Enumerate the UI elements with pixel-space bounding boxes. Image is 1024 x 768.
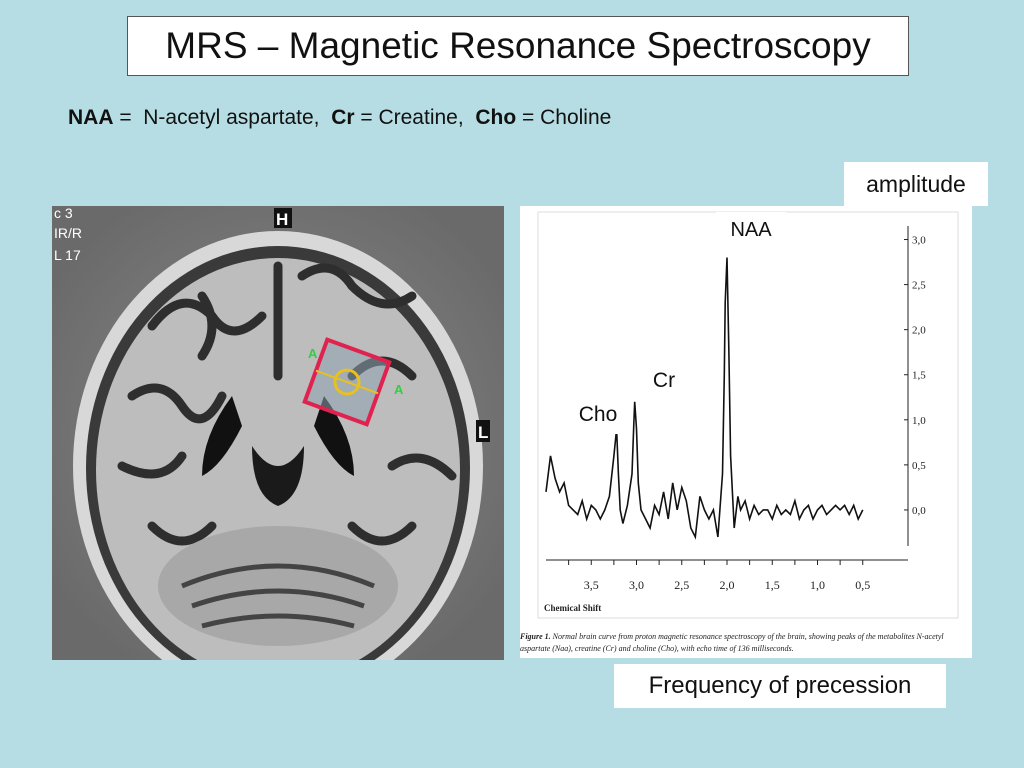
scan-info-line: c 3 <box>54 206 73 221</box>
left-ventricle <box>202 396 242 476</box>
naa-def: = N-acetyl aspartate, <box>113 106 332 129</box>
abbreviation-legend: NAA = N-acetyl aspartate, Cr = Creatine,… <box>68 106 611 130</box>
y-tick-label: 1,5 <box>912 370 926 382</box>
title-box: MRS – Magnetic Resonance Spectroscopy <box>127 16 909 76</box>
amplitude-label: amplitude <box>844 162 988 206</box>
x-tick-label: 3,5 <box>584 578 599 592</box>
naa-peak-label: NAA <box>716 212 786 248</box>
figure-caption-bold: Figure 1. <box>520 632 551 641</box>
scan-info-text: c 3 IR/R L 17 <box>54 206 82 263</box>
right-ventricle <box>314 396 354 476</box>
cho-peak-label: Cho <box>566 396 630 434</box>
frequency-text: Frequency of precession <box>648 672 912 699</box>
x-tick-label: 3,0 <box>629 578 644 592</box>
cr-abbr: Cr <box>331 106 355 129</box>
page-title: MRS – Magnetic Resonance Spectroscopy <box>165 25 871 66</box>
frequency-label: Frequency of precession <box>614 664 946 708</box>
amplitude-text: amplitude <box>866 170 966 197</box>
cho-def: = Choline <box>516 106 612 129</box>
marker-l: L <box>478 423 488 442</box>
cr-peak-text: Cr <box>652 369 676 392</box>
figure-caption: Figure 1. Normal brain curve from proton… <box>520 631 972 655</box>
marker-a-left: A <box>308 346 318 361</box>
x-tick-label: 1,0 <box>810 578 825 592</box>
cr-def: = Creatine, <box>354 106 476 129</box>
marker-h-bg <box>274 208 292 228</box>
mri-brain-svg: c 3 IR/R L 17 H L A A <box>52 206 504 660</box>
y-tick-label: 2,5 <box>912 280 926 292</box>
marker-a-right: A <box>394 382 404 397</box>
y-tick-label: 0,5 <box>912 460 926 472</box>
mri-brain-image: c 3 IR/R L 17 H L A A <box>52 206 504 660</box>
y-tick-label: 1,0 <box>912 415 926 427</box>
x-axis: 3,5 3,0 2,5 2,0 1,5 1,0 0,5 <box>546 559 908 592</box>
y-tick-label: 2,0 <box>912 325 926 337</box>
y-tick-label: 0,0 <box>912 505 926 517</box>
x-tick-label: 2,5 <box>674 578 689 592</box>
cho-abbr: Cho <box>475 106 517 129</box>
naa-peak-text: NAA <box>730 218 772 241</box>
marker-h: H <box>276 210 288 229</box>
naa-abbr: NAA <box>68 106 114 129</box>
cr-peak-label: Cr <box>641 362 687 400</box>
figure-caption-text: Normal brain curve from proton magnetic … <box>520 632 944 653</box>
scan-info-line: IR/R <box>54 225 82 241</box>
y-tick-label: 3,0 <box>912 235 926 247</box>
y-axis: 3,0 2,5 2,0 1,5 1,0 0,5 0,0 <box>904 226 926 546</box>
voxel-box <box>302 337 392 427</box>
x-tick-label: 0,5 <box>855 578 870 592</box>
x-tick-label: 2,0 <box>720 578 735 592</box>
scan-info-line: L 17 <box>54 247 81 263</box>
x-axis-label: Chemical Shift <box>544 603 601 613</box>
cerebellum <box>158 526 398 646</box>
marker-l-bg <box>476 420 490 442</box>
spectrum-line <box>545 257 864 540</box>
cho-peak-text: Cho <box>578 403 618 426</box>
x-tick-label: 1,5 <box>765 578 780 592</box>
